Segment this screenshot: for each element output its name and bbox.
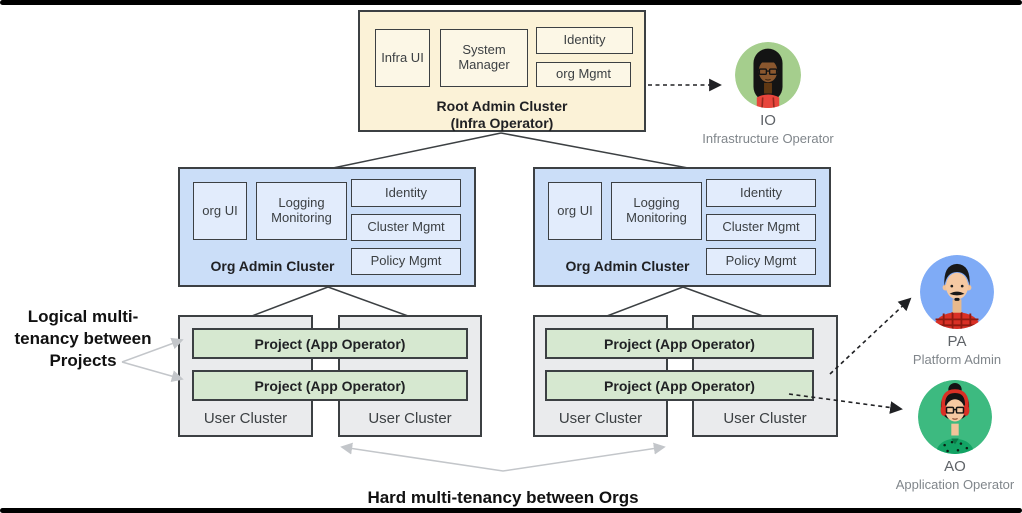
persona-infrastructure-operator: IO Infrastructure Operator [698,42,838,146]
org-component-policy-mgmt: Policy Mgmt [706,248,816,275]
org-component-cluster-mgmt: Cluster Mgmt [351,214,461,241]
root-cluster-title-line1: Root Admin Cluster [436,98,568,114]
project-bar: Project (App Operator) [545,328,814,359]
org-admin-cluster-right: org UI Logging Monitoring Identity Clust… [533,167,831,287]
org-component-org-ui: org UI [193,182,247,240]
org-component-logging-monitoring: Logging Monitoring [256,182,347,240]
org-component-identity: Identity [706,179,816,207]
hard-multitenancy-note: Hard multi-tenancy between Orgs [367,488,639,507]
infrastructure-operator-avatar-icon [735,42,801,108]
persona-code: IO [760,112,776,129]
root-cluster-title: Root Admin Cluster (Infra Operator) [360,98,644,132]
persona-code: PA [947,333,967,350]
persona-application-operator: AO Application Operator [885,380,1022,492]
project-bar: Project (App Operator) [192,328,468,359]
project-bar: Project (App Operator) [192,370,468,401]
root-cluster-title-line2: (Infra Operator) [450,114,554,131]
root-component-system-manager: System Manager [440,29,528,87]
org-component-policy-mgmt: Policy Mgmt [351,248,461,275]
root-component-identity: Identity [536,27,633,54]
bottom-edge-bar [0,508,1022,513]
org-component-org-ui: org UI [548,182,602,240]
top-edge-bar [0,0,1022,5]
persona-code: AO [944,458,966,475]
org-component-cluster-mgmt: Cluster Mgmt [706,214,816,241]
org-cluster-title: Org Admin Cluster [565,258,690,275]
user-cluster-label: User Cluster [558,410,643,427]
org-component-identity: Identity [351,179,461,207]
org-cluster-title: Org Admin Cluster [210,258,335,275]
org-admin-cluster-left: org UI Logging Monitoring Identity Clust… [178,167,476,287]
persona-role: Application Operator [895,477,1015,492]
root-component-org-mgmt: org Mgmt [536,62,631,87]
user-cluster-label: User Cluster [368,410,452,427]
root-admin-cluster: Infra UI System Manager Identity org Mgm… [358,10,646,132]
root-component-infra-ui: Infra UI [375,29,430,87]
user-cluster-label: User Cluster [203,410,288,427]
persona-platform-admin: PA Platform Admin [887,255,1022,367]
persona-role: Platform Admin [912,352,1002,367]
user-cluster-group-right: User Cluster User Cluster Project (App O… [533,315,838,437]
application-operator-avatar-icon [918,380,992,454]
project-bar: Project (App Operator) [545,370,814,401]
logical-multitenancy-note: Logical multi-tenancy between Projects [14,307,152,370]
user-cluster-group-left: User Cluster User Cluster Project (App O… [178,315,482,437]
org-component-logging-monitoring: Logging Monitoring [611,182,702,240]
platform-admin-avatar-icon [920,255,994,329]
user-cluster-label: User Cluster [723,410,807,427]
persona-role: Infrastructure Operator [702,131,834,146]
